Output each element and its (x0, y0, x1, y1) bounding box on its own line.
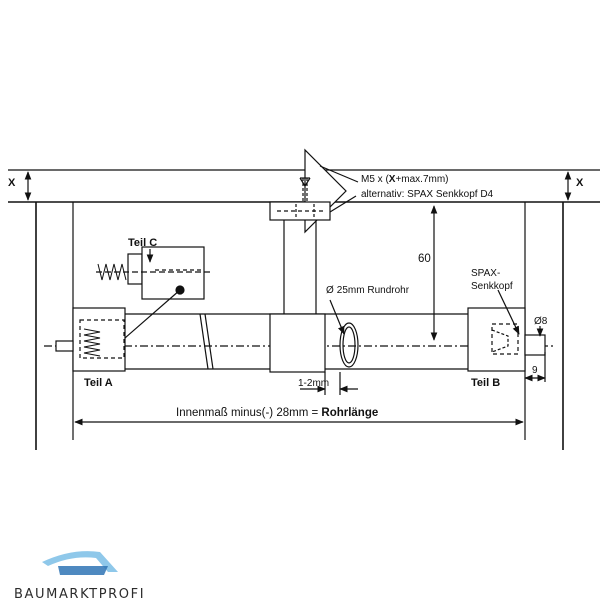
x-label-left: X (8, 177, 16, 189)
brand-logo-roof-light (42, 551, 118, 572)
dim-60-label: 60 (418, 253, 431, 265)
part-c-spring (97, 263, 127, 281)
leader-part-c-rod (124, 289, 181, 339)
part-a-pin (55, 340, 74, 352)
dim-9-label: 9 (532, 365, 538, 376)
spax-label-line2: Senkkopf (471, 281, 513, 292)
part-b-pin (524, 334, 546, 356)
x-label-right: X (576, 177, 584, 189)
leader-spax (329, 195, 357, 213)
leader-tube (329, 299, 345, 335)
screw-label: M5 x (X+max.7mm) (361, 174, 449, 185)
inner-dimension-label: Innenmaß minus(-) 28mm = Rohrlänge (176, 407, 378, 419)
brand-logo-roof-dark (58, 566, 108, 575)
part-c-block (141, 246, 205, 300)
spax-label-line1: SPAX- (471, 268, 500, 279)
brand-logo: BAUMARKTPROFI (14, 551, 145, 600)
center-sleeve (269, 313, 326, 373)
gap-label: 1-2mm (298, 378, 329, 389)
tube-section-outer (339, 322, 359, 368)
part-c-cap (127, 253, 143, 285)
part-a-label: Teil A (84, 377, 113, 389)
part-c-label: Teil C (128, 237, 157, 249)
leader-screw (319, 165, 359, 183)
part-b-label: Teil B (471, 377, 500, 389)
tube-section-inner (342, 326, 356, 364)
part-a-block (72, 307, 126, 372)
part-b-block (467, 307, 526, 372)
rod-break-2 (204, 313, 214, 370)
brand-name: BAUMARKTPROFI (14, 587, 145, 600)
alternative-label: alternativ: SPAX Senkkopf D4 (361, 189, 494, 200)
part-a-spring (83, 328, 101, 357)
rod-break-1 (199, 313, 209, 370)
dia-8-label: Ø8 (534, 316, 548, 327)
